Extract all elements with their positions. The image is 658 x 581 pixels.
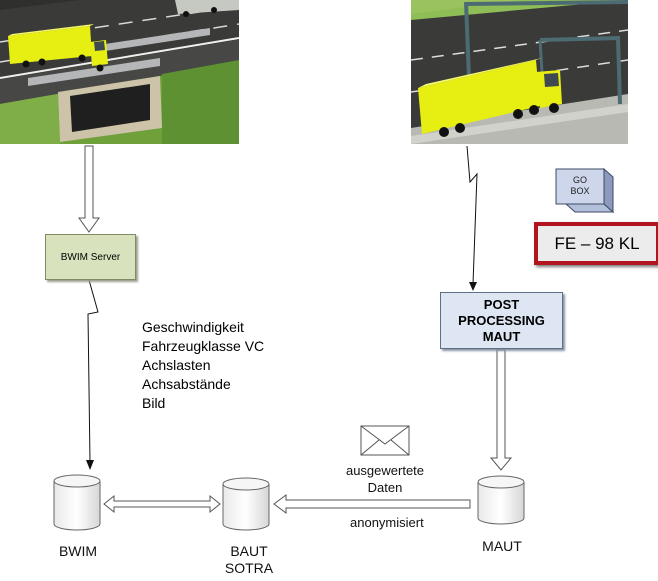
evaluated-data-line-1: ausgewertete xyxy=(345,463,425,478)
maut-database-label: MAUT xyxy=(482,538,522,554)
post-processing-line-3: MAUT xyxy=(482,328,521,344)
go-box-label-line2: BOX xyxy=(570,186,589,196)
bwim-database-label: BWIM xyxy=(58,543,98,559)
arrow-maut-to-baut xyxy=(273,494,471,514)
measurement-item: Bild xyxy=(142,395,166,411)
license-plate-text: FE – 98 KL xyxy=(554,233,640,253)
measurement-item: Geschwindigkeit xyxy=(142,319,244,335)
post-processing-maut-box: POST PROCESSING MAUT xyxy=(440,292,563,349)
baut-label-line-2: SOTRA xyxy=(224,560,274,576)
post-processing-line-2: PROCESSING xyxy=(458,312,545,328)
measurement-item: Achslasten xyxy=(142,357,211,373)
license-plate: FE – 98 KL xyxy=(534,222,658,265)
toll-gantry-photo xyxy=(411,0,628,144)
wireless-link-server-to-bwim xyxy=(86,279,99,470)
bwim-database xyxy=(53,474,101,531)
arrow-bwim-baut-bidirectional xyxy=(103,494,221,514)
bridge-weighing-photo xyxy=(0,0,239,144)
evaluated-data-line-2: Daten xyxy=(367,480,403,495)
go-box-device: GO BOX xyxy=(555,167,615,214)
truck-photo-left xyxy=(8,24,108,72)
anonymized-label: anonymisiert xyxy=(350,515,424,530)
measurement-item: Fahrzeugklasse VC xyxy=(142,338,265,354)
wireless-link-gantry-to-post xyxy=(466,145,478,291)
measurement-list: Geschwindigkeit Fahrzeugklasse VC Achsla… xyxy=(142,318,264,413)
arrow-post-to-maut xyxy=(489,349,513,471)
post-processing-line-1: POST xyxy=(483,296,520,312)
truck-photo-right xyxy=(418,58,562,137)
go-box-label-line1: GO xyxy=(573,175,587,185)
maut-database xyxy=(477,475,525,525)
measurement-item: Achsabstände xyxy=(142,376,231,392)
baut-label-line-1: BAUT xyxy=(230,543,268,559)
baut-database xyxy=(222,477,270,531)
envelope-icon xyxy=(360,425,410,456)
bwim-server-label: BWIM Server xyxy=(60,251,121,263)
arrow-photo-to-server xyxy=(78,145,100,233)
bwim-server-box: BWIM Server xyxy=(45,234,136,280)
evaluated-data-label: ausgewertete Daten xyxy=(328,462,442,496)
baut-sotra-database-label: BAUT SOTRA xyxy=(206,543,292,577)
gantry xyxy=(464,0,628,105)
